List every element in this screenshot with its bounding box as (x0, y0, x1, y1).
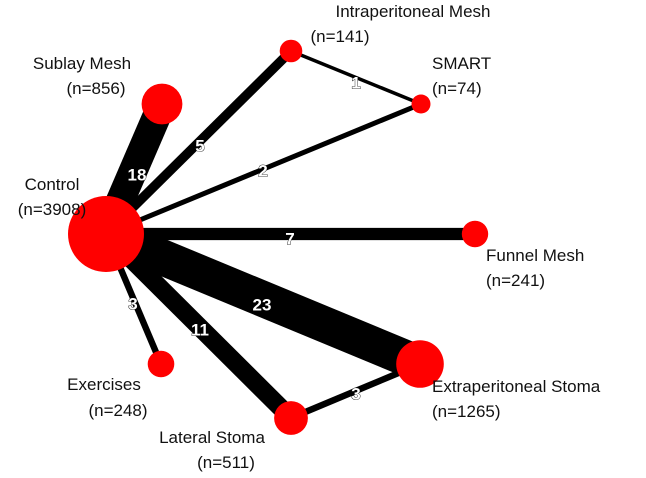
edge-label-control-exercises: 3 (128, 294, 137, 313)
node-name-intraperitoneal: Intraperitoneal Mesh (336, 2, 491, 21)
edge-intraperitoneal-smart (290, 49, 422, 106)
edge-control-smart (105, 101, 422, 237)
node-smart (411, 94, 431, 114)
node-count-extraperitoneal: (n=1265) (432, 402, 501, 421)
node-count-lateral: (n=511) (197, 453, 255, 472)
node-extraperitoneal (396, 340, 444, 388)
edge-control-lateral (99, 227, 298, 425)
node-name-funnel: Funnel Mesh (486, 246, 584, 265)
node-name-exercises: Exercises (67, 375, 141, 394)
edge-control-extraperitoneal (99, 217, 427, 381)
nodes-layer (68, 39, 489, 435)
edge-label-control-smart: 2 (258, 161, 267, 180)
node-name-lateral: Lateral Stoma (159, 428, 265, 447)
node-name-extraperitoneal: Extraperitoneal Stoma (432, 377, 601, 396)
node-funnel (461, 220, 489, 248)
edge-label-control-lateral: 11 (191, 320, 209, 339)
node-count-smart: (n=74) (432, 79, 482, 98)
edge-control-intraperitoneal (102, 47, 295, 238)
edge-label-control-extraperitoneal: 23 (253, 295, 272, 314)
node-exercises (147, 350, 175, 378)
edge-labels-layer: 18 5 2 7 23 11 3 1 3 (127, 73, 361, 404)
edges-layer (92, 47, 475, 425)
edge-label-control-funnel: 7 (285, 229, 294, 248)
edge-label-control-sublay: 18 (128, 165, 147, 184)
edge-label-control-intraperitoneal: 5 (195, 136, 204, 155)
node-name-control: Control (25, 175, 80, 194)
node-count-control: (n=3908) (18, 200, 87, 219)
node-count-intraperitoneal: (n=141) (310, 27, 369, 46)
edge-label-intraperitoneal-smart: 1 (351, 73, 360, 92)
node-control (68, 196, 144, 272)
node-sublay (141, 83, 183, 125)
node-labels-layer: Control (n=3908) Sublay Mesh (n=856) Intrape… (18, 2, 601, 472)
node-name-sublay: Sublay Mesh (33, 54, 131, 73)
node-name-smart: SMART (432, 54, 491, 73)
node-count-exercises: (n=248) (88, 401, 147, 420)
edge-label-lateral-extraperitoneal: 3 (351, 384, 360, 403)
node-lateral (274, 401, 308, 435)
node-intraperitoneal (279, 39, 303, 63)
node-count-funnel: (n=241) (486, 271, 545, 290)
node-count-sublay: (n=856) (66, 79, 125, 98)
